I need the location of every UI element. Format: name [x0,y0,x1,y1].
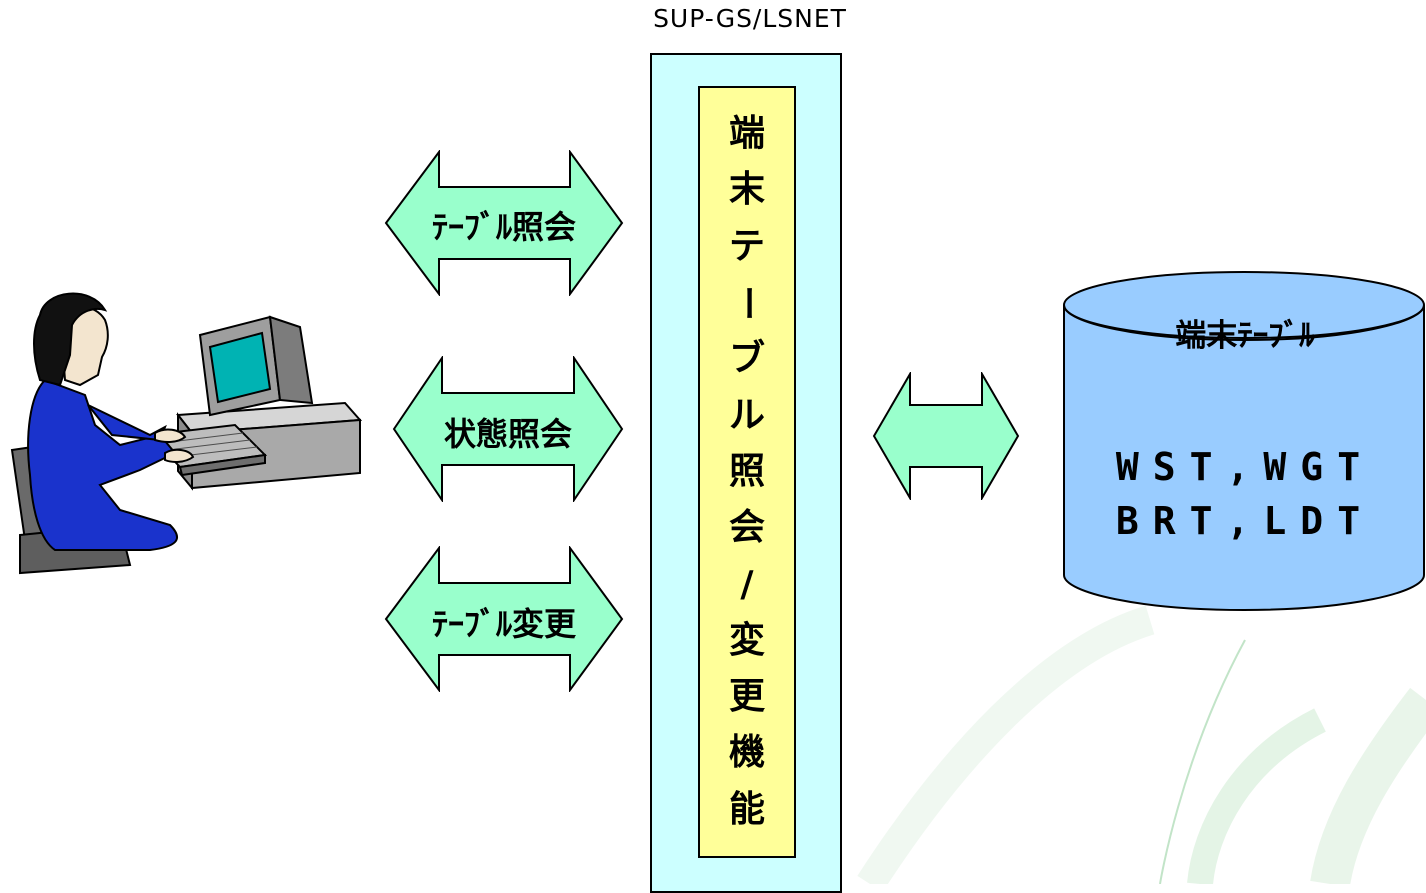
function-char: 端 [728,113,765,155]
function-char: 会 [728,507,765,549]
database-name: 端末ﾃｰﾌﾞﾙ [1175,318,1315,354]
table-inquiry-arrow [384,150,624,296]
function-char: 照 [728,450,765,492]
function-box [698,86,796,858]
function-char: テ [728,225,765,267]
function-char: ー [726,285,768,322]
function-char: / [740,563,754,605]
function-char: 更 [728,676,765,718]
function-char: 変 [728,619,765,661]
database-tables-line1: WST,WGT [1115,445,1375,489]
status-inquiry-arrow [392,356,624,502]
user-at-computer-illustration [10,292,363,575]
table-change-arrow [384,546,624,692]
table-inquiry-label: ﾃｰﾌﾞﾙ照会 [431,208,576,246]
server-database-arrow [872,372,1020,500]
server-title: SUP-GS/LSNET [653,4,847,33]
function-char: ブ [728,338,765,380]
database-cylinder [1063,271,1425,612]
function-char: 能 [728,788,765,830]
function-char: 機 [728,732,765,774]
status-inquiry-label: 状態照会 [443,415,572,453]
database-tables-line2: BRT,LDT [1115,499,1375,543]
function-char: ル [728,394,765,436]
function-label: 端 末 テ ー ブ ル 照 会 / 変 更 機 能 [698,86,796,858]
table-change-label: ﾃｰﾌﾞﾙ変更 [431,605,576,643]
function-char: 末 [728,169,765,211]
